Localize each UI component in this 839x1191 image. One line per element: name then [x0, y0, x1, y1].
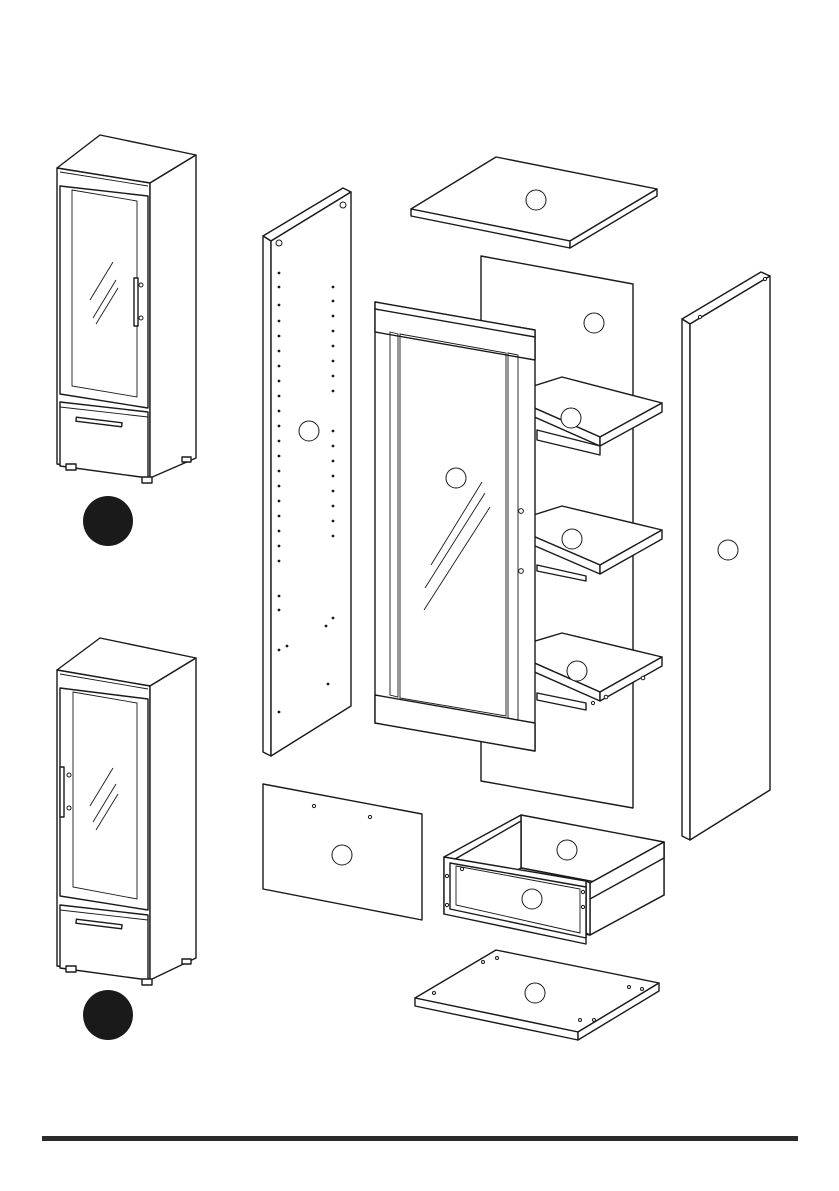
drawer-box	[444, 815, 664, 944]
variant-marker-1	[83, 496, 133, 546]
variant-marker-2	[83, 990, 133, 1040]
left-side-panel	[263, 188, 351, 756]
bottom-panel	[415, 950, 659, 1040]
glass-door	[375, 302, 535, 751]
drawer-front	[263, 784, 422, 920]
cabinet-variant-left-handle	[57, 638, 196, 1040]
cabinet-variant-right-handle	[57, 135, 196, 546]
top-panel	[411, 157, 657, 248]
right-side-panel	[682, 272, 770, 840]
footer-rule	[42, 1136, 798, 1141]
